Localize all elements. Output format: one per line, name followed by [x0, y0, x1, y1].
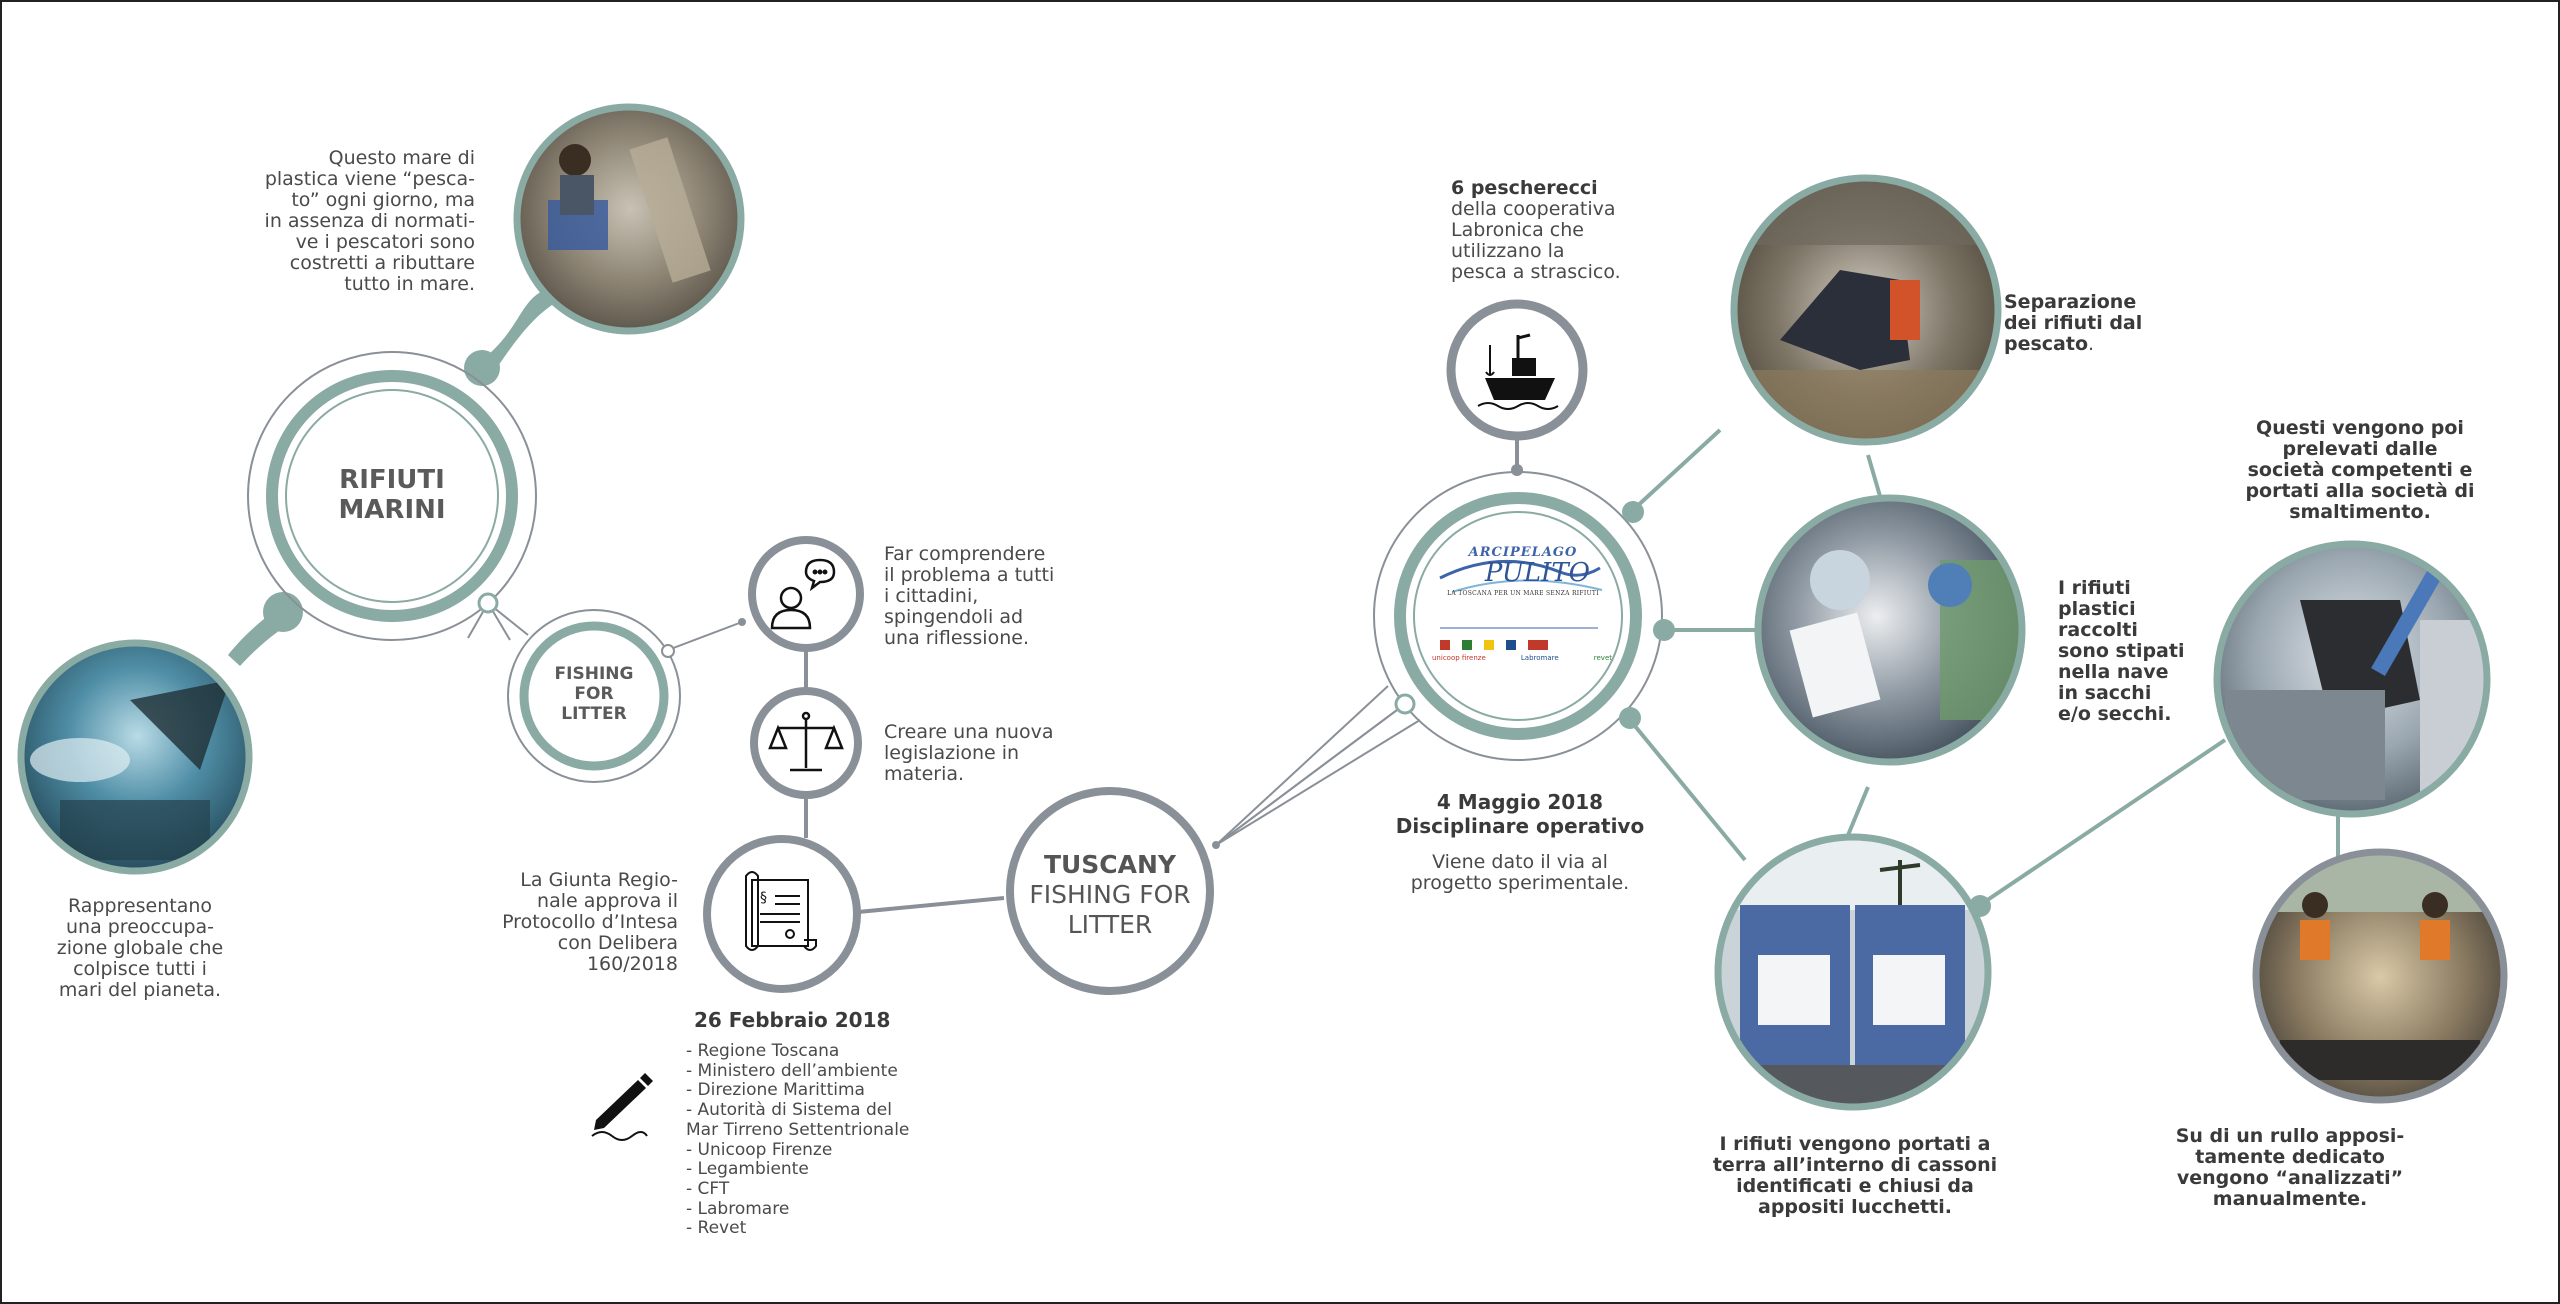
teal-dot: [1653, 619, 1675, 641]
blob-dot: [464, 350, 500, 386]
may-date: 4 Maggio 2018: [1436, 790, 1604, 814]
analyzed-text: Su di un rullo apposi- tamente dedicato …: [2175, 1125, 2405, 1210]
thinking-icon-ring: [748, 536, 864, 652]
logo-sponsors: unicoop firenze Labromare revet: [1432, 654, 1612, 662]
tuscany-title: TUSCANY: [1043, 850, 1177, 879]
scroll-document-icon: §: [745, 871, 817, 951]
fishing-outer-ring: [507, 609, 681, 783]
logo-anchor-dot: [1394, 693, 1416, 715]
rifiuti-marini-label: RIFIUTI MARINI: [338, 465, 446, 525]
teal-connectors: [1628, 428, 2340, 907]
rifiuti-anchor-dot: [477, 592, 499, 614]
date-feb-2018: 26 Febbraio 2018: [694, 1008, 891, 1032]
photo-frame: [513, 103, 745, 335]
boats-desc: della cooperativa Labronica che utilizza…: [1451, 198, 1621, 283]
logo-arcipelago: ARCIPELAGO: [1468, 545, 1578, 560]
list-item: Mar Tirreno Settentrionale: [686, 1119, 910, 1140]
blob-connector: [482, 290, 552, 378]
arcipelago-pulito-logo: [1439, 559, 1603, 650]
fishing-end-dot: [738, 618, 746, 626]
photo-bags-on-boat: [1760, 500, 2020, 760]
fishing-boat-icon: [1477, 333, 1559, 410]
list-item: - Labromare: [686, 1198, 790, 1219]
teal-dot: [1622, 501, 1644, 523]
landed-text: I rifiuti vengono portati a terra all’in…: [1712, 1133, 1998, 1218]
list-item: - Unicoop Firenze: [686, 1139, 833, 1160]
photo-frame: [1754, 494, 2026, 766]
photo-frame: [1714, 833, 1992, 1111]
logo-text: ARCIPELAGO PULITO LA TOSCANA PER UN MARE…: [1438, 545, 1608, 597]
tuscany-subtitle: FISHING FOR LITTER: [1029, 880, 1191, 939]
logo-tagline: LA TOSCANA PER UN MARE SENZA RIFIUTI: [1447, 590, 1599, 597]
thin-connectors: [467, 602, 1421, 846]
may-2018-text: 4 Maggio 2018 Disciplinare operativo Vie…: [1390, 790, 1650, 894]
teal-dot: [1619, 707, 1641, 729]
boat-link-dot: [1511, 464, 1523, 476]
list-item: - Regione Toscana: [686, 1041, 840, 1061]
photo-frame: [2213, 540, 2491, 818]
logo-pulito: PULITO: [1484, 558, 1590, 588]
boats-text: 6 pescherecci della cooperativa Labronic…: [1451, 178, 1651, 283]
logo-inner-ring: [1394, 492, 1642, 740]
tuscany-label: TUSCANY FISHING FOR LITTER: [1010, 850, 1210, 940]
sponsor-unicoop: unicoop firenze: [1432, 654, 1486, 662]
sponsor-labromare: Labromare: [1520, 654, 1559, 662]
tuscany-ring: [1006, 787, 1214, 995]
photo-frame: [2252, 848, 2508, 1104]
photo-frame: [17, 639, 253, 875]
rifiuti-core-ring: [285, 389, 499, 603]
giunta-text: La Giunta Regio- nale approva il Protoco…: [502, 869, 678, 975]
list-item: - CFT: [686, 1178, 730, 1199]
list-item: - Direzione Marittima: [686, 1080, 865, 1101]
list-item: - Legambiente: [686, 1159, 809, 1180]
stowed-text: I rifiuti plastici raccolti sono stipati…: [2058, 577, 2185, 725]
separation-bold: Separazione dei rifiuti dal pescato: [2004, 291, 2143, 355]
signatories-list: - Regione Toscana - Ministero dell’ambie…: [686, 1041, 946, 1239]
photo-frame: [1730, 174, 2002, 446]
blob-dot-2: [263, 592, 303, 632]
rifiuti-inner-ring: [266, 370, 518, 622]
rifiuti-outer-ring: [247, 351, 537, 641]
may-title: Disciplinare operativo: [1395, 814, 1645, 838]
logo-core-ring: [1413, 511, 1623, 721]
fishing-for-litter-label: FISHING FOR LITTER: [554, 664, 634, 724]
boats-bold: 6 pescherecci: [1451, 177, 1598, 199]
svg-text:§: §: [760, 890, 767, 906]
sponsor-revet: revet: [1593, 654, 1612, 662]
plastic-fished-text: Questo mare di plastica viene “pesca- to…: [264, 147, 475, 295]
fishing-inner-ring: [519, 621, 669, 771]
separation-dot: .: [2088, 333, 2095, 355]
separation-text: Separazione dei rifiuti dal pescato.: [2004, 292, 2164, 355]
may-desc: Viene dato il via al progetto sperimenta…: [1410, 851, 1630, 894]
photo-crane-unloading: [2219, 546, 2485, 812]
scales-icon: [768, 711, 844, 772]
global-concern-text: Rappresentano una preoccupa- zione globa…: [56, 895, 224, 1001]
photo-sea-plastic: [23, 645, 247, 869]
person-thinking-icon: [770, 558, 836, 630]
list-item: - Autorità di Sistema del: [686, 1100, 892, 1121]
pen-signature-icon: [591, 1073, 653, 1141]
understand-text: Far comprendere il problema a tutti i ci…: [884, 543, 1055, 649]
collected-text: Questi vengono poi prelevati dalle socie…: [2245, 417, 2475, 523]
logo-end-dot: [1212, 841, 1220, 849]
photo-fisherman-boat: [519, 109, 739, 329]
fishing-anchor-dot: [661, 644, 675, 658]
legislation-text: Creare una nuova legislazione in materia…: [884, 721, 1054, 785]
list-item: - Ministero dell’ambiente: [686, 1060, 898, 1081]
list-item: - Revet: [686, 1218, 747, 1239]
